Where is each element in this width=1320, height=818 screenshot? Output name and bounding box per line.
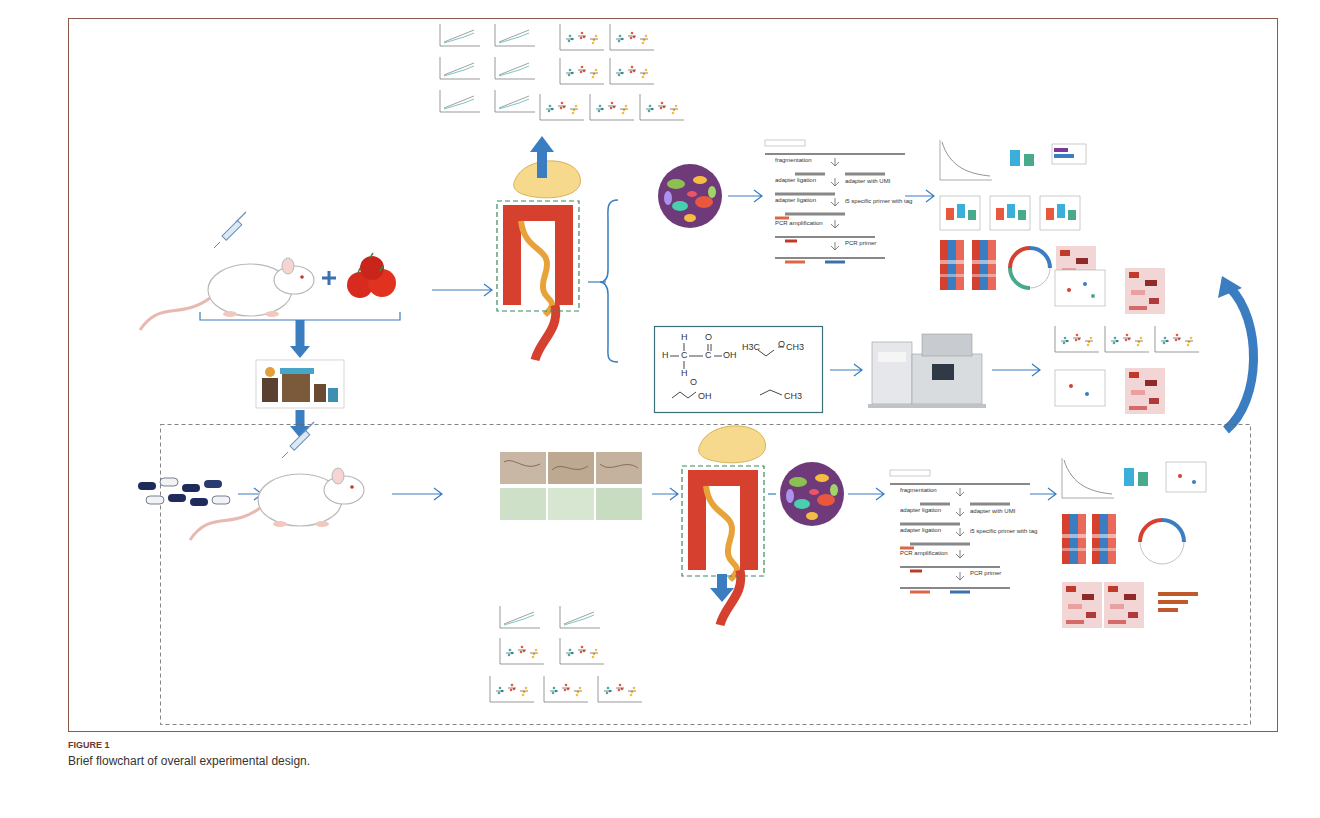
protocol-step: adapter ligation [775, 177, 816, 184]
atom-label: O [778, 340, 785, 350]
figure-caption: Brief flowchart of overall experimental … [68, 755, 310, 768]
protocol-step: adapter ligation [900, 527, 941, 534]
atom-label: C [705, 351, 712, 361]
atom-label: CH3 [784, 392, 802, 402]
atom-label: O [690, 378, 697, 388]
protocol-step: i5 specific primer with tag [845, 198, 912, 205]
protocol-step: adapter ligation [900, 507, 941, 514]
atom-label: H [681, 369, 688, 379]
figure-number: FIGURE 1 [68, 741, 110, 751]
protocol-step: i5 specific primer with tag [970, 528, 1037, 535]
atom-label: O [705, 333, 712, 343]
atom-label: H [681, 333, 688, 343]
atom-label: C [681, 351, 688, 361]
atom-label: OH [698, 392, 712, 402]
atom-label: CH3 [786, 343, 804, 353]
protocol-step: PCR primer [970, 570, 1001, 577]
protocol-step: PCR primer [845, 240, 876, 247]
atom-label: H3C [742, 343, 760, 353]
protocol-step: fragmentation [900, 487, 937, 494]
protocol-step: fragmentation [775, 157, 812, 164]
protocol-step: adapter with UMI [970, 508, 1015, 515]
protocol-step: PCR amplification [775, 220, 823, 227]
atom-label: H [662, 351, 669, 361]
atom-label: OH [723, 351, 737, 361]
protocol-step: PCR amplification [900, 550, 948, 557]
protocol-step: adapter with UMI [845, 178, 890, 185]
protocol-step: adapter ligation [775, 197, 816, 204]
